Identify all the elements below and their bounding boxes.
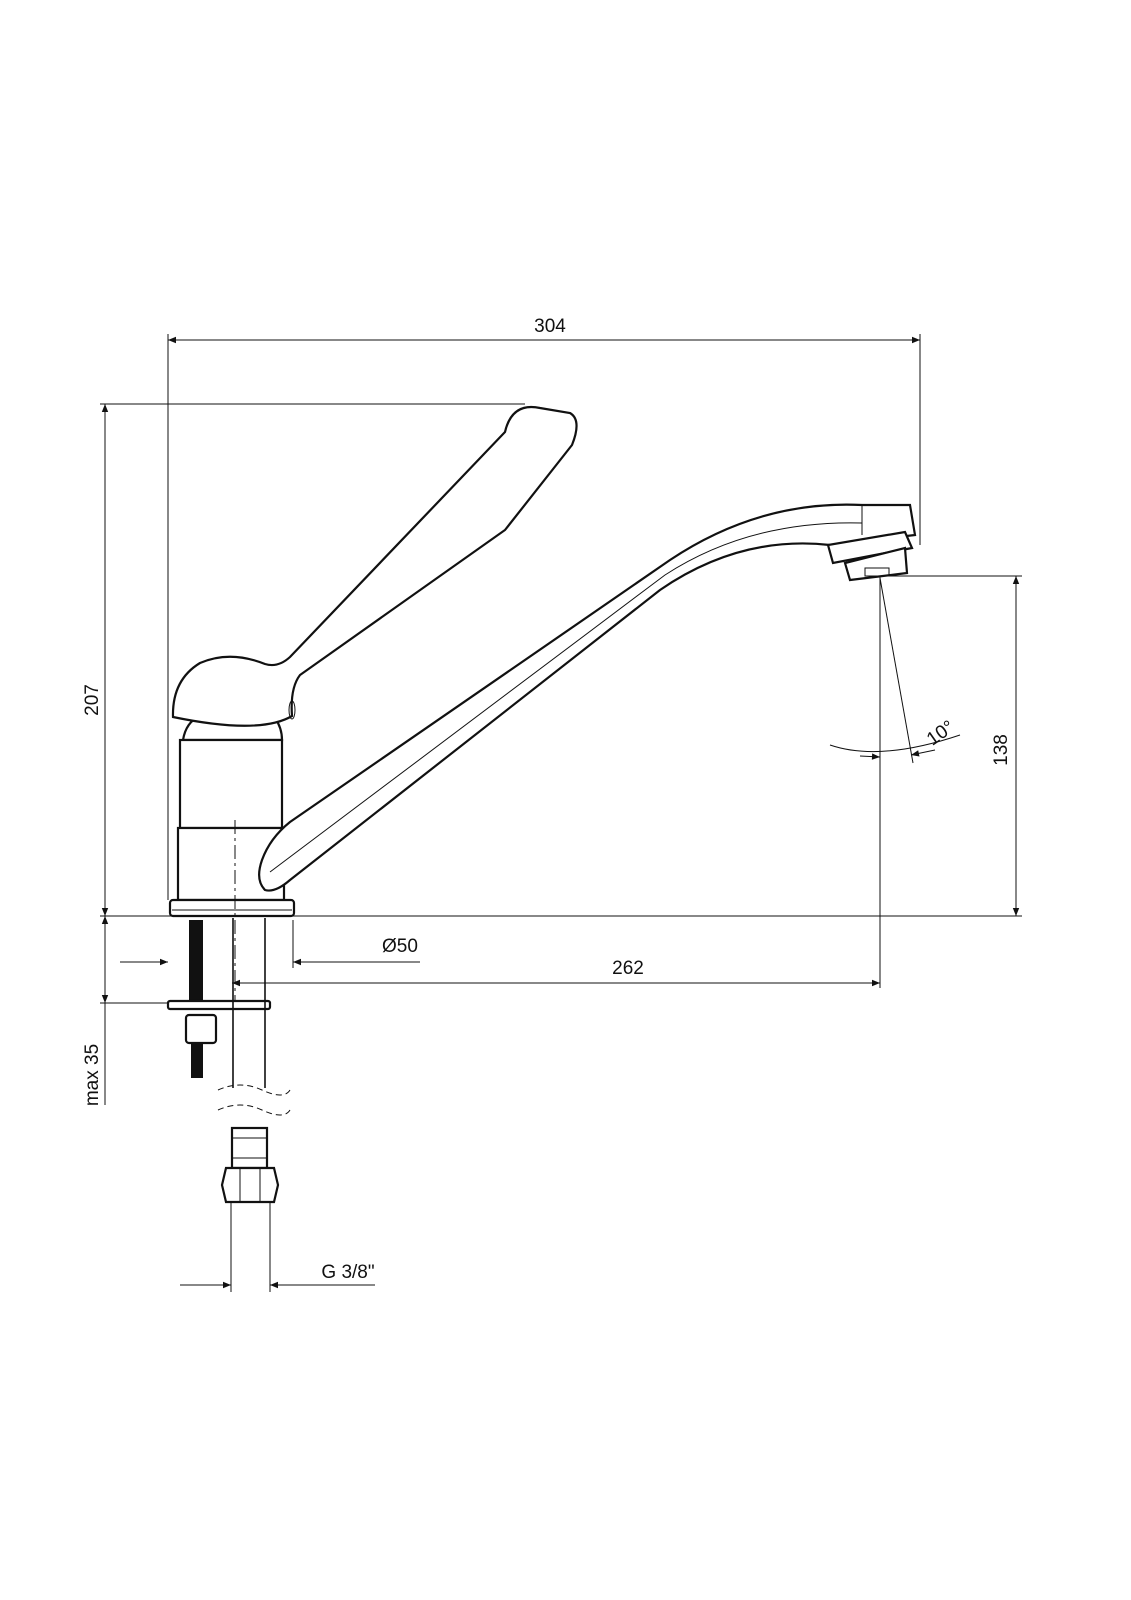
dimension-spout-height: 138 <box>880 575 1022 916</box>
dimension-spout-height-label: 138 <box>991 734 1012 766</box>
faucet-body <box>168 714 296 1000</box>
dimension-height: 207 <box>82 403 525 916</box>
dimension-counter-thickness-label: max 35 <box>82 1044 103 1106</box>
lever-pivot <box>288 700 296 720</box>
dimension-thread: G 3/8" <box>180 1202 375 1292</box>
spout <box>258 503 917 892</box>
dimension-thread-label: G 3/8" <box>321 1262 374 1283</box>
dimension-angle-label: 10° <box>923 717 959 751</box>
dimension-reach-label: 262 <box>612 958 644 979</box>
dimension-diameter: Ø50 <box>120 920 420 968</box>
dimension-diameter-label: Ø50 <box>382 936 418 957</box>
lever-handle <box>171 405 578 727</box>
dimension-height-label: 207 <box>82 684 103 716</box>
dimension-width-label: 304 <box>534 316 566 337</box>
dimension-angle: 10° <box>829 576 961 988</box>
dimension-width: 304 <box>167 316 921 900</box>
dimension-reach: 262 <box>232 958 880 987</box>
dimension-counter-thickness: max 35 <box>82 916 170 1106</box>
mounting-hardware <box>166 918 291 1204</box>
